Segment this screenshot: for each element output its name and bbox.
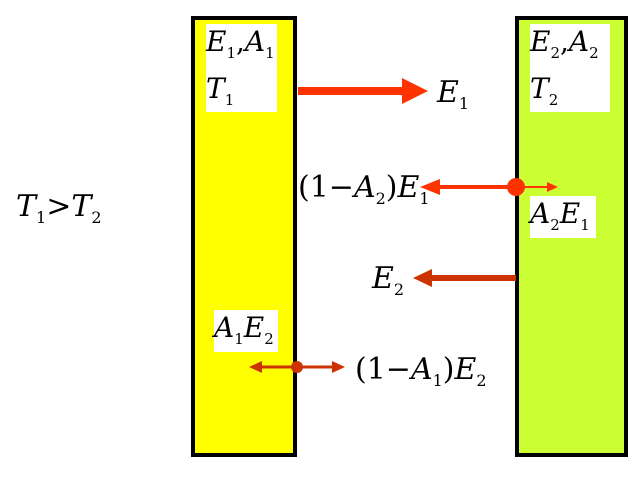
reflected-e2-arrow (249, 361, 345, 373)
emitted-e1-arrow (298, 78, 428, 104)
absorbed-e1-label: A2E1 (530, 196, 596, 238)
emitted-e1-label: E1 (437, 75, 470, 113)
impact-point-plate-2 (507, 178, 525, 196)
plate-1-temperature: T1 (206, 72, 235, 109)
temperature-condition: T1>T2 (16, 189, 102, 227)
emitted-e2-label: E2 (372, 261, 405, 299)
emitted-e2-arrow (413, 269, 516, 287)
plate-2-properties: E2,A2 (530, 25, 599, 62)
plate-1-properties: E1,A1 (206, 25, 275, 62)
impact-point-plate-1 (291, 361, 303, 373)
plate-2-label: E2,A2 T2 (530, 24, 610, 112)
plate-2-temperature: T2 (530, 72, 559, 109)
reflected-e1-arrow (420, 178, 558, 196)
absorbed-e2-label: A1E2 (214, 310, 278, 352)
plate-1-label: E1,A1 T1 (206, 24, 277, 112)
reflected-e2-label: (1−A1)E2 (355, 352, 487, 390)
reflected-e1-label: (1−A2)E1 (298, 170, 430, 208)
